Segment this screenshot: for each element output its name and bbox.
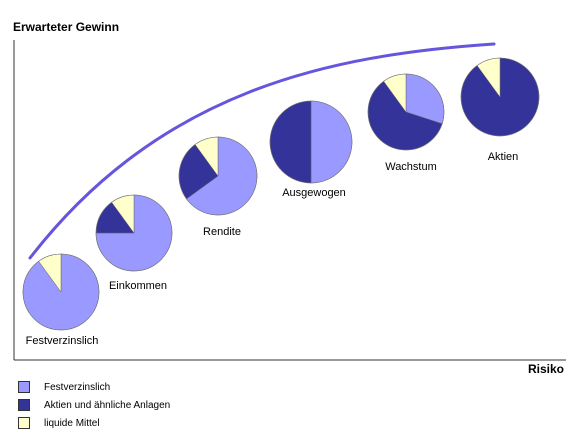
- legend-swatch-liquide-mittel: [18, 417, 30, 429]
- pie-slice-ausgewogen-aktien-und-ahnliche-anlagen: [269, 100, 312, 184]
- pie-outline-rendite: [178, 136, 258, 216]
- legend-label: Aktien und ähnliche Anlagen: [44, 399, 171, 411]
- pie-label-ausgewogen: Ausgewogen: [282, 187, 346, 199]
- pie-label-rendite: Rendite: [203, 226, 241, 238]
- pie-outline-einkommen: [95, 194, 173, 272]
- pie-outline-ausgewogen: [269, 100, 353, 184]
- legend-label: Festverzinslich: [44, 381, 111, 393]
- legend: Festverzinslich Aktien und ähnliche Anla…: [18, 378, 170, 432]
- legend-item-aktien: Aktien und ähnliche Anlagen: [18, 396, 170, 414]
- legend-swatch-festverzinslich: [18, 381, 30, 393]
- pie-label-einkommen: Einkommen: [109, 280, 167, 292]
- legend-label: liquide Mittel: [44, 417, 100, 429]
- pie-label-aktien: Aktien: [488, 151, 519, 163]
- pie-slice-ausgewogen-festverzinslich: [310, 100, 353, 184]
- x-axis-title: Risiko: [527, 362, 564, 376]
- pie-outline-aktien: [460, 57, 540, 137]
- trend-curve: [28, 42, 496, 260]
- pie-outline-wachstum: [367, 73, 445, 151]
- pie-label-wachstum: Wachstum: [385, 161, 437, 173]
- legend-item-liquide-mittel: liquide Mittel: [18, 414, 170, 432]
- y-axis-title: Erwarteter Gewinn: [13, 20, 120, 34]
- legend-swatch-aktien: [18, 399, 30, 411]
- pie-label-festverzinslich: Festverzinslich: [26, 335, 99, 347]
- pie-outline-festverzinslich: [22, 253, 100, 331]
- legend-item-festverzinslich: Festverzinslich: [18, 378, 170, 396]
